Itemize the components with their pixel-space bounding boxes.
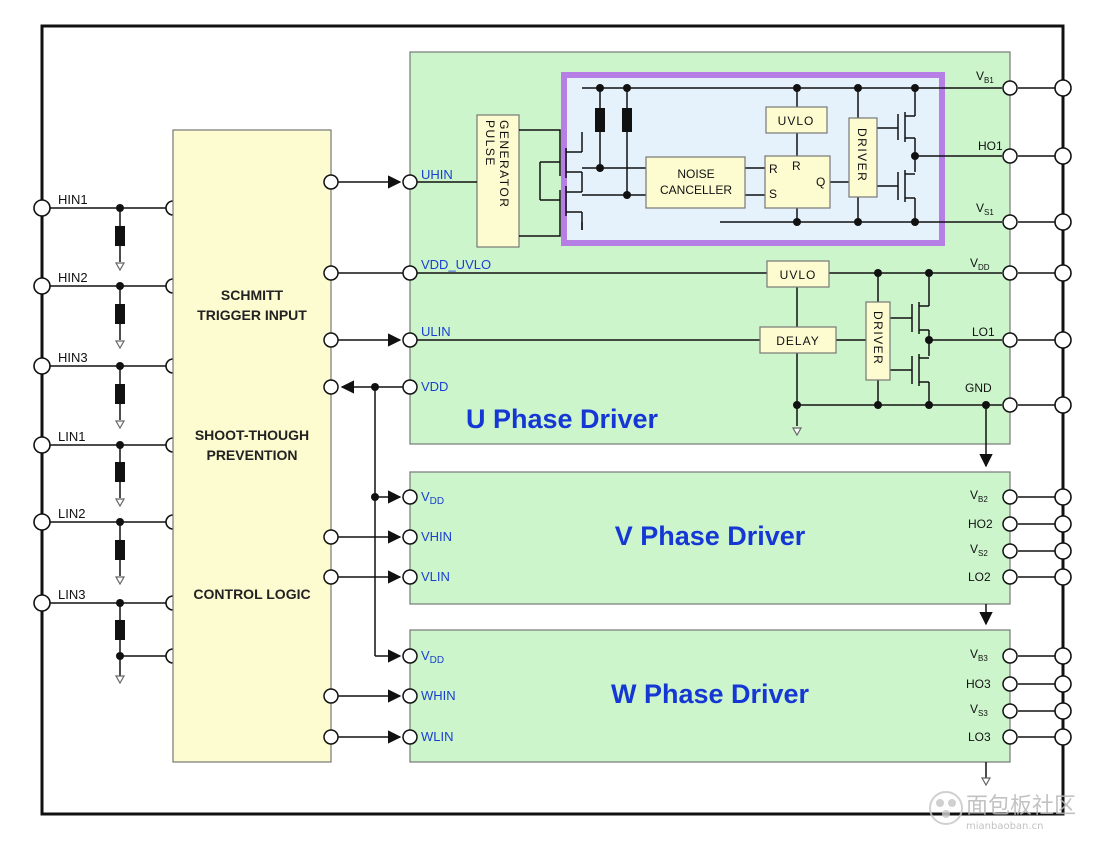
w-pin-vdd: VDD <box>421 648 444 666</box>
u-pin-ho1: HO1 <box>978 139 1003 153</box>
control-wires <box>338 175 403 744</box>
pin-label-hin3: HIN3 <box>58 350 88 365</box>
v-pin-ho2: HO2 <box>968 517 993 531</box>
w-phase-panel <box>409 629 1011 763</box>
latch-q: Q <box>816 175 825 189</box>
control-text-schmitt: SCHMITT <box>221 287 284 303</box>
control-outputs <box>323 174 339 745</box>
v-pin-vdd: VDD <box>421 489 444 507</box>
latch-r1: R <box>769 162 778 176</box>
w-pin-ho3: HO3 <box>966 677 991 691</box>
pin-label-lin3: LIN3 <box>58 587 85 602</box>
u-pin-vdd-uvlo: VDD_UVLO <box>421 257 491 272</box>
uvlo-high-block <box>765 106 828 134</box>
phase-left-pins <box>402 174 418 745</box>
latch-r2: R <box>792 159 801 173</box>
watermark-en: mianbaoban.cn <box>966 821 1043 832</box>
w-pin-vs: VS3 <box>970 702 988 718</box>
u-pin-vdd: VDD <box>421 379 448 394</box>
driver-high-block <box>848 117 878 198</box>
w-pin-vb: VB3 <box>970 647 988 663</box>
watermark: 面包板社区 mianbaoban.cn <box>929 791 1076 832</box>
control-text-prevention: PREVENTION <box>206 447 297 463</box>
delay-block <box>759 326 837 354</box>
input-pins <box>33 199 181 664</box>
driver-low-label: DRIVER <box>871 311 885 365</box>
control-logic-block <box>172 129 332 763</box>
w-pin-lo3: LO3 <box>968 730 991 744</box>
v-pin-vb: VB2 <box>970 488 988 504</box>
u-pin-ulin: ULIN <box>421 324 451 339</box>
hs-resistors <box>595 108 632 132</box>
pulse-generator-label: PULSE <box>483 120 497 167</box>
watermark-cn: 面包板社区 <box>966 794 1076 819</box>
w-pin-whin: WHIN <box>421 688 456 703</box>
driver-low-block <box>865 301 891 381</box>
w-pin-wlin: WLIN <box>421 729 454 744</box>
u-pin-vdd-right: VDD <box>970 256 990 272</box>
latch-s: S <box>769 187 777 201</box>
v-pin-vlin: VLIN <box>421 569 450 584</box>
u-pin-vb: VB1 <box>976 69 994 85</box>
control-text-trigger: TRIGGER INPUT <box>197 307 307 323</box>
pin-label-hin2: HIN2 <box>58 270 88 285</box>
pulse-generator-block <box>476 114 520 248</box>
ground-symbols <box>791 427 992 787</box>
pin-label-lin2: LIN2 <box>58 506 85 521</box>
pulse-generator-label-2: GENERATOR <box>497 120 511 208</box>
delay-label: DELAY <box>776 334 819 348</box>
u-pin-lo1: LO1 <box>972 325 995 339</box>
uvlo-high-label: UVLO <box>778 114 815 128</box>
noise-canceller-block <box>645 156 746 209</box>
right-pin-outer-circles <box>1054 79 1072 746</box>
u-phase-junctions <box>596 84 990 409</box>
pulldown-resistors <box>114 204 126 685</box>
w-phase-title: W Phase Driver <box>611 679 810 709</box>
control-text-logic: CONTROL LOGIC <box>193 586 310 602</box>
v-phase-title: V Phase Driver <box>615 521 806 551</box>
v-pin-vs: VS2 <box>970 542 988 558</box>
noise-canceller-label-1: NOISE <box>677 167 714 181</box>
v-pin-lo2: LO2 <box>968 570 991 584</box>
u-pin-vs: VS1 <box>976 201 994 217</box>
u-phase-title: U Phase Driver <box>466 404 659 434</box>
v-pin-vhin: VHIN <box>421 529 452 544</box>
right-pin-wires <box>1018 87 1055 738</box>
noise-canceller-label-2: CANCELLER <box>660 183 732 197</box>
right-pin-inner-circles <box>1002 80 1018 745</box>
u-pin-uhin: UHIN <box>421 167 453 182</box>
control-text-shoot: SHOOT-THOUGH <box>195 427 309 443</box>
rs-latch-block <box>764 155 831 209</box>
pin-label-hin1: HIN1 <box>58 192 88 207</box>
pin-label-lin1: LIN1 <box>58 429 85 444</box>
uvlo-low-block <box>766 260 830 288</box>
high-side-highlight <box>561 72 945 246</box>
uvlo-low-label: UVLO <box>780 268 817 282</box>
driver-high-label: DRIVER <box>855 128 869 182</box>
u-phase-wires <box>417 87 1002 778</box>
u-pin-gnd: GND <box>965 381 992 395</box>
vdd-bus-dots <box>371 383 379 501</box>
